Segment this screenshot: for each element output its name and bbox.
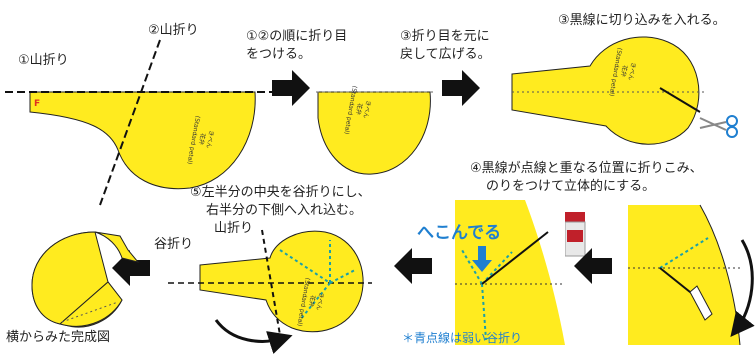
panel-side-view: 横からみた完成図: [6, 231, 140, 345]
label-step12-line1: ①②の順に折り目: [246, 29, 347, 44]
label-step1-mountain: ①山折り: [18, 53, 69, 68]
svg-text:きべん: きべん: [315, 292, 325, 311]
label-step5-line1: ⑤左半分の中央を谷折りにし、: [190, 185, 371, 200]
cut-line: [659, 87, 701, 113]
arrow-right-2: [442, 70, 480, 106]
arrow-left-2: [394, 248, 432, 284]
label-step3-line1: ③折り目を元に: [400, 29, 490, 44]
petal-step5: [199, 230, 364, 333]
panel-step4-closeup: [628, 204, 755, 346]
svg-text:きべん: きべん: [627, 62, 637, 81]
svg-text:花弁: 花弁: [619, 64, 629, 77]
panel-step1-2-result: ①②の順に折り目 をつける。 きべん 花弁 (Standard petal): [246, 29, 436, 175]
label-mountain-fold: 山折り: [214, 221, 253, 236]
petal-shape-flat: [29, 91, 256, 190]
label-blue-note: ＊青点線は弱い谷折り: [402, 330, 522, 345]
svg-text:きべん: きべん: [205, 130, 215, 149]
label-step12-line2: をつける。: [246, 47, 311, 62]
label-step4-line2: のりをつけて立体的にする。: [486, 178, 655, 194]
panel-step4-main: へこんでる: [417, 200, 565, 345]
petal-folded: [317, 91, 431, 175]
curve-arrow-step5: [214, 319, 293, 354]
f-mark: F: [34, 99, 40, 109]
svg-text:花弁: 花弁: [197, 132, 207, 145]
arrow-left-3: [112, 250, 150, 286]
svg-text:花弁: 花弁: [307, 294, 317, 307]
glue-stick-icon: [564, 212, 586, 257]
svg-text:きべん: きべん: [362, 100, 372, 119]
fold-line-2: [99, 39, 161, 206]
scissors-icon: [699, 115, 738, 138]
panel-step5: きべん 花弁 (Standard petal) 谷折り 山折り: [154, 221, 372, 354]
label-step2-mountain: ②山折り: [148, 23, 199, 38]
label-step4-line1: ④黒線が点線と重なる位置に折りこみ、: [470, 160, 703, 176]
arrow-left-1: [574, 248, 612, 284]
label-side-view: 横からみた完成図: [6, 330, 110, 345]
arrow-right-1: [272, 70, 310, 106]
label-step-cut: ③黒線に切り込みを入れる。: [558, 12, 726, 28]
down-arrow-blue: [472, 246, 492, 272]
panel-step3: ③折り目を元に 戻して広げる。 ③黒線に切り込みを入れる。 きべん 花弁 (St…: [400, 12, 738, 145]
label-hekonderu: へこんでる: [417, 223, 501, 243]
label-valley-fold: 谷折り: [154, 237, 193, 252]
petal-unfolded: [511, 36, 700, 145]
panel-step1-2: F きべん 花弁 (Standard petal) ①山折り ②山折り: [5, 23, 285, 206]
label-step3-line2: 戻して広げる。: [400, 47, 491, 62]
curve-arrow-closeup: [730, 239, 755, 338]
label-step5-line2: 右半分の下側へ入れ込む。: [206, 203, 362, 218]
svg-text:花弁: 花弁: [354, 102, 364, 115]
